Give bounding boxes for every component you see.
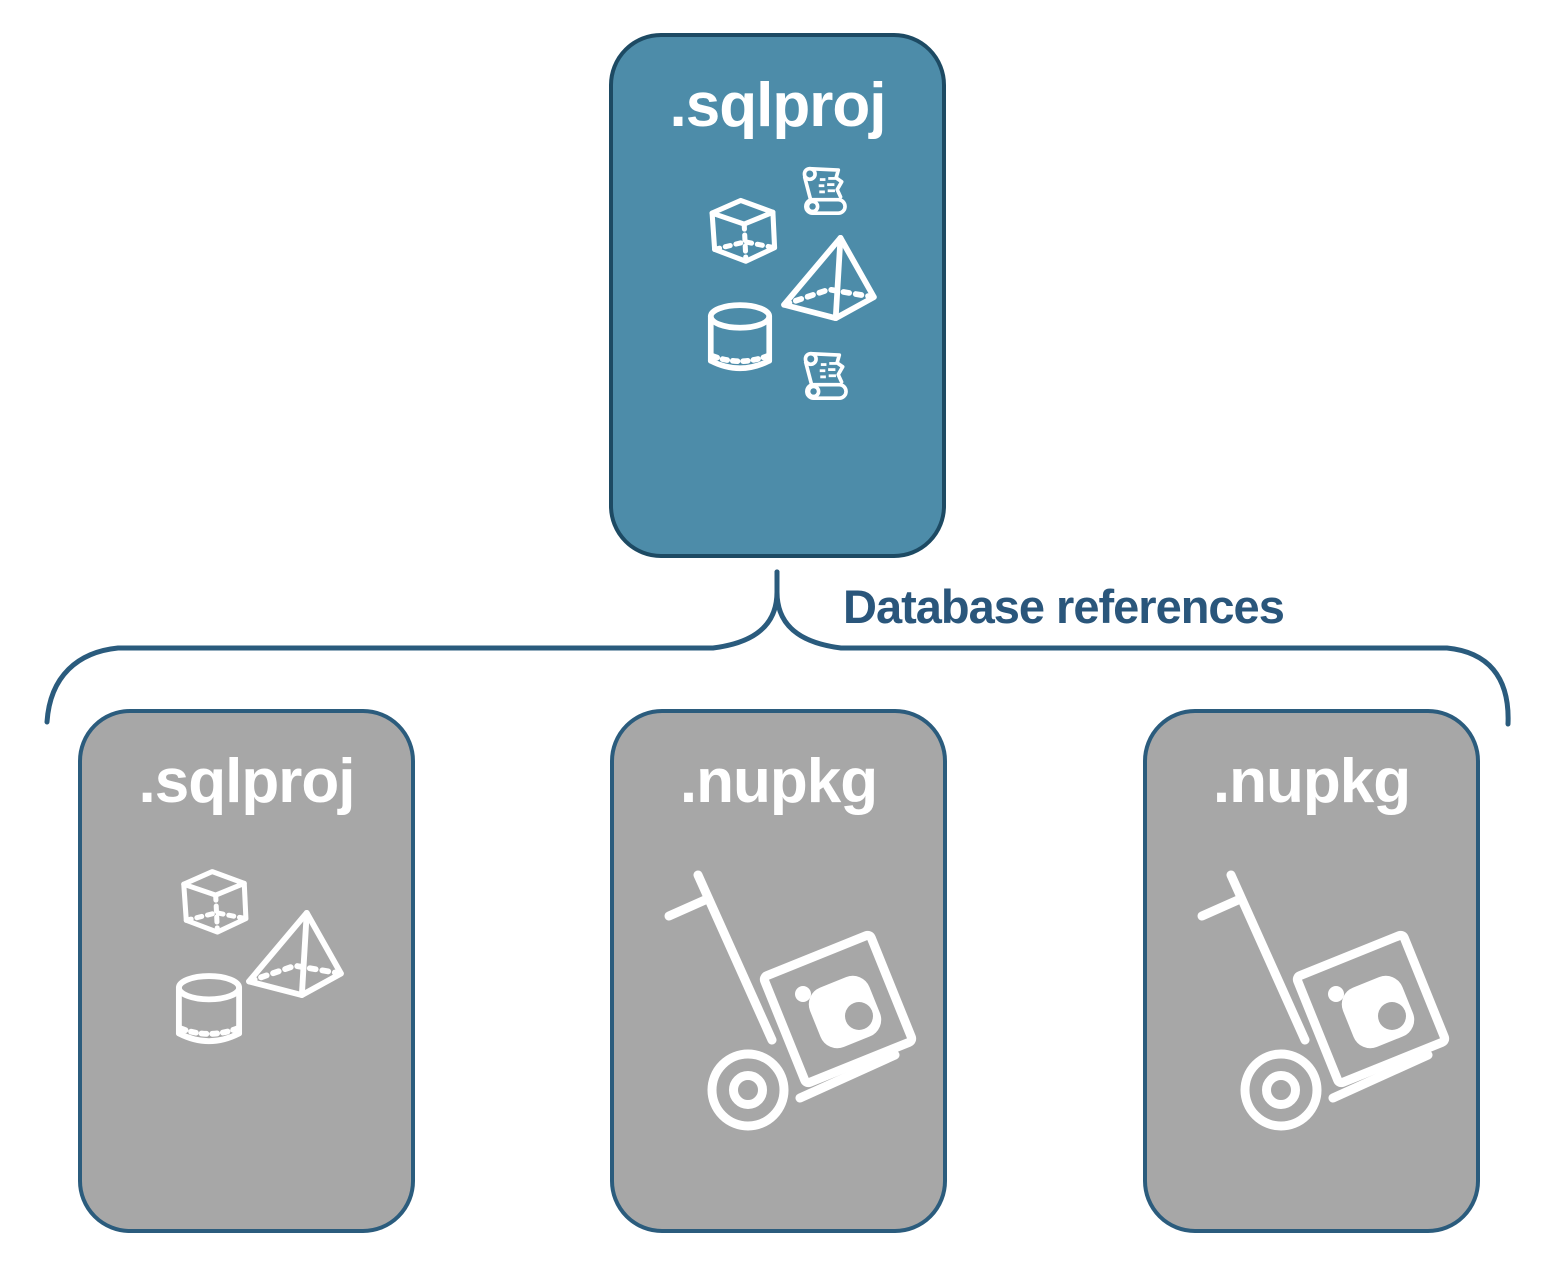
connector-label: Database references — [843, 580, 1285, 633]
cylinder-icon — [175, 973, 243, 1051]
child-node-title: .sqlproj — [138, 747, 356, 816]
sql-script-scroll-icon — [802, 166, 847, 215]
child-node-title: .nupkg — [679, 747, 878, 816]
nuget-package-dolly-icon — [1183, 853, 1473, 1153]
root-node-title: .sqlproj — [669, 71, 887, 140]
cube-icon — [700, 192, 785, 268]
node-child-sqlproj: .sqlproj — [78, 709, 415, 1233]
nuget-package-dolly-icon — [650, 853, 940, 1153]
pyramid-icon — [245, 909, 345, 999]
node-child-nupkg-2: .nupkg — [1143, 709, 1480, 1233]
node-root-sqlproj: .sqlproj — [609, 33, 946, 558]
node-child-nupkg-1: .nupkg — [610, 709, 947, 1233]
child-node-title: .nupkg — [1212, 747, 1411, 816]
cube-icon — [172, 863, 256, 939]
cylinder-icon — [707, 302, 773, 378]
pyramid-icon — [780, 234, 878, 322]
sql-script-scroll-icon — [803, 351, 848, 400]
